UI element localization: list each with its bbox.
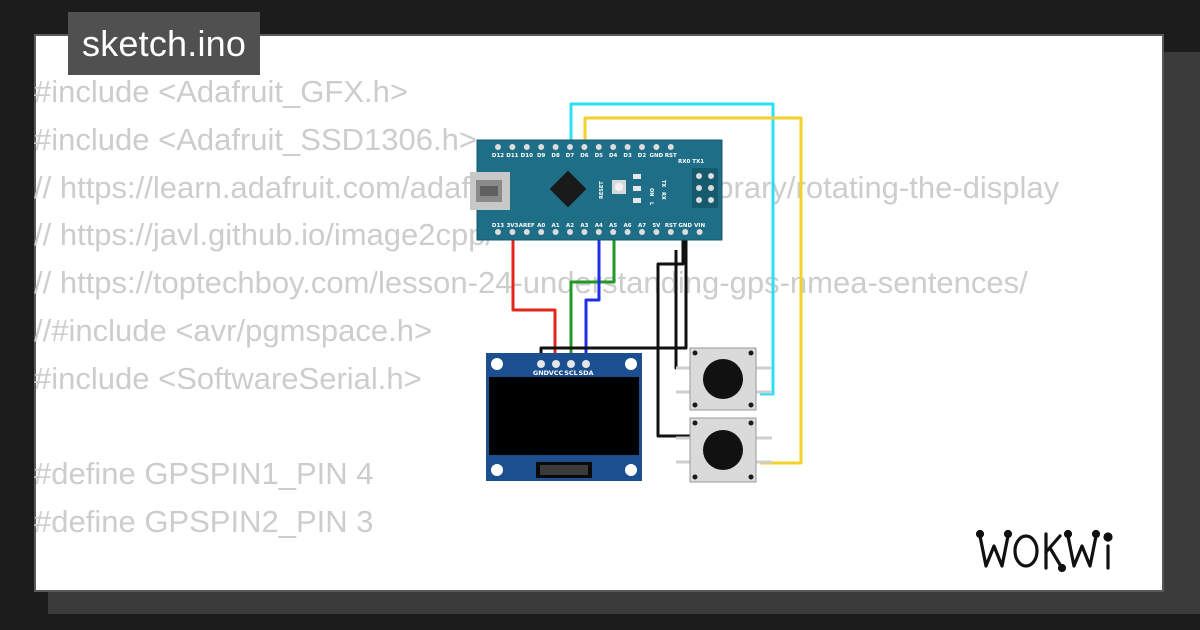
pin-label: 5V: [652, 223, 661, 229]
pin-label: RST: [665, 223, 677, 229]
pin-label: D5: [595, 153, 604, 159]
pin-bottom[interactable]: [523, 229, 530, 235]
pin-top[interactable]: [567, 144, 573, 150]
pin-label: A0: [537, 223, 545, 229]
pin-label: D2: [638, 153, 647, 159]
pin-bottom[interactable]: [581, 229, 588, 235]
pin-label: A5: [609, 223, 617, 229]
oled-pin[interactable]: [537, 360, 545, 368]
wire-yellow: [583, 116, 803, 465]
wokwi-logo: [975, 529, 1113, 573]
pin-label: RST: [665, 153, 677, 159]
pin-bottom[interactable]: [682, 229, 689, 235]
pin-bottom[interactable]: [696, 229, 703, 235]
pin-bottom[interactable]: [667, 229, 674, 235]
pin-bottom[interactable]: [552, 229, 559, 235]
oled-pin[interactable]: [567, 360, 575, 368]
code-line: // https://javl.github.io/image2cpp/: [34, 217, 495, 253]
pin-label: GND: [678, 223, 692, 229]
pin-label: GND: [650, 153, 664, 159]
oled-pin-label: VCC: [549, 369, 564, 377]
code-line: #define GPSPIN2_PIN 3: [34, 504, 374, 540]
pin-label: AREF: [519, 223, 535, 229]
oled-screen: [489, 377, 639, 455]
code-line: #include <Adafruit_SSD1306.h>: [34, 121, 477, 157]
wire-green: [569, 228, 616, 364]
pin-bottom[interactable]: [653, 229, 660, 235]
code-line: #define GPSPIN1_PIN 4: [34, 456, 374, 492]
pin-label: A3: [580, 223, 588, 229]
pin-label: D3: [623, 153, 632, 159]
oled-pin-label: SCL: [564, 369, 578, 377]
push-button-1[interactable]: [676, 347, 772, 411]
rx-tx-label: RX0 TX1: [678, 159, 704, 165]
pin-bottom[interactable]: [509, 229, 516, 235]
pin-bottom[interactable]: [595, 229, 602, 235]
led-label: RX: [660, 192, 666, 200]
code-line: // https://toptechboy.com/lesson-24-unde…: [34, 265, 1028, 301]
push-button-2[interactable]: [676, 417, 772, 483]
code-line: #include <Adafruit_GFX.h>: [34, 74, 408, 109]
code-line: #include <SoftwareSerial.h>: [34, 360, 422, 396]
oled-pin[interactable]: [582, 360, 590, 368]
pin-label: A6: [624, 223, 632, 229]
pin-bottom[interactable]: [624, 229, 631, 235]
oled-pin[interactable]: [552, 360, 560, 368]
pin-label: D11: [506, 153, 518, 159]
pin-top[interactable]: [495, 144, 501, 150]
pin-bottom[interactable]: [495, 229, 501, 235]
pin-label: D10: [521, 153, 533, 159]
wire-blue: [584, 228, 601, 364]
wire-black: [674, 250, 690, 370]
pin-top[interactable]: [581, 144, 588, 150]
pin-label: D8: [551, 153, 560, 159]
pin-top[interactable]: [552, 144, 559, 150]
led-label: ON: [648, 188, 654, 196]
pin-label: D12: [492, 153, 504, 159]
pin-top[interactable]: [538, 144, 545, 150]
pin-label: D7: [566, 153, 575, 159]
filename-tab[interactable]: sketch.ino: [68, 12, 261, 75]
wire-red: [511, 228, 557, 364]
pin-label: A1: [552, 223, 560, 229]
pin-top[interactable]: [523, 144, 530, 150]
pin-label: A7: [638, 223, 646, 229]
pin-bottom[interactable]: [567, 229, 573, 235]
pin-top[interactable]: [667, 144, 674, 150]
pin-bottom[interactable]: [610, 229, 617, 235]
mcu-chip: [549, 170, 587, 208]
pin-top[interactable]: [653, 144, 660, 150]
pin-label: D6: [580, 153, 589, 159]
pin-top[interactable]: [624, 144, 631, 150]
pin-bottom[interactable]: [639, 229, 645, 235]
preview-card: [34, 34, 1164, 592]
pin-label: D4: [609, 153, 618, 159]
reset-label: RESET: [599, 181, 605, 199]
pin-label: D9: [537, 153, 546, 159]
code-line: //#include <avr/pgmspace.h>: [34, 312, 433, 348]
oled-pin-label: GND: [533, 369, 550, 377]
oled-pin-label: SDA: [578, 369, 593, 377]
pin-top[interactable]: [595, 144, 602, 150]
pin-top[interactable]: [639, 144, 645, 150]
pin-label: VIN: [694, 223, 705, 229]
wire-black: [656, 228, 690, 438]
pin-label: D13: [492, 223, 504, 229]
wire-cyan: [569, 102, 775, 396]
pin-label: 3V3: [506, 223, 518, 229]
pin-top[interactable]: [509, 144, 516, 150]
button-cap[interactable]: [703, 359, 743, 399]
pin-label: A4: [595, 223, 603, 229]
button-cap[interactable]: [703, 430, 743, 470]
pin-label: A2: [566, 223, 574, 229]
pin-top[interactable]: [610, 144, 617, 150]
led-label: L: [648, 202, 654, 206]
pin-bottom[interactable]: [538, 229, 545, 235]
led-label: TX: [660, 180, 666, 187]
